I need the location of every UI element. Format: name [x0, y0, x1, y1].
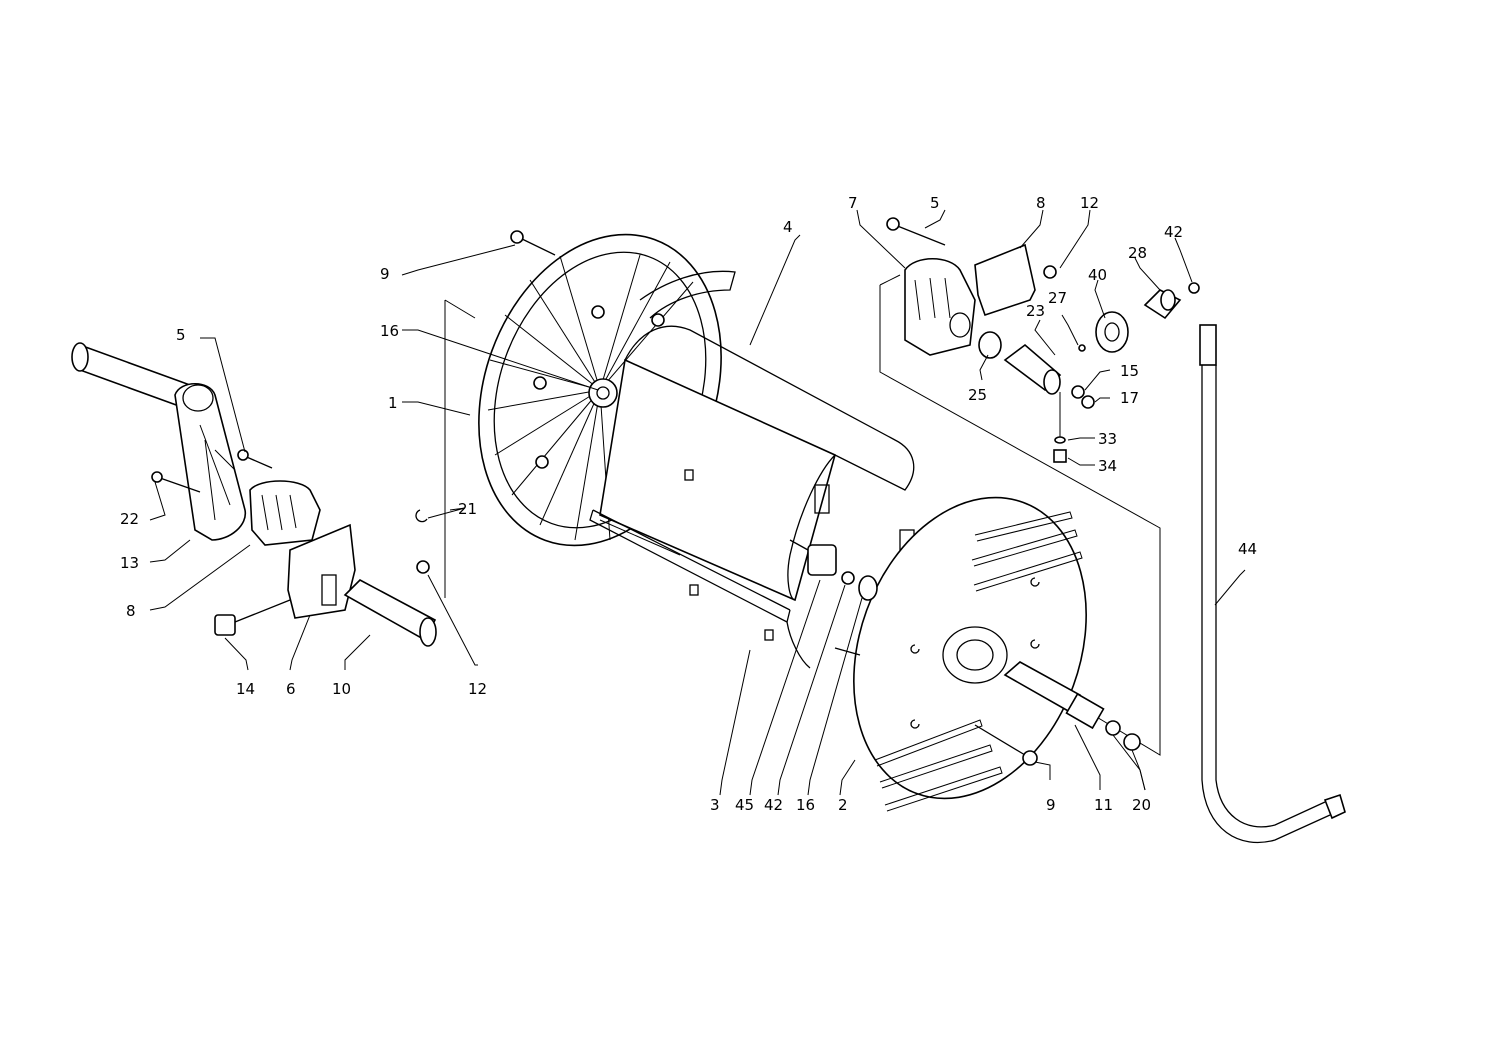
adapter-28 — [1143, 289, 1182, 320]
label-20: 20 — [1132, 796, 1151, 814]
label-10: 10 — [332, 680, 351, 698]
washer-15 — [1071, 385, 1085, 399]
reel-drum — [589, 325, 915, 669]
axle-shaft-11 — [1003, 661, 1141, 751]
ring-17 — [1081, 395, 1095, 409]
callout-labels: 1 2 3 4 5 5 6 7 8 8 9 9 10 11 12 12 13 1… — [120, 194, 1257, 814]
bracket-7 — [904, 258, 976, 356]
screw-22 — [151, 471, 201, 493]
label-21: 21 — [458, 500, 477, 518]
reel-disc-right — [853, 496, 1087, 812]
label-7: 7 — [848, 194, 858, 212]
label-40: 40 — [1088, 266, 1107, 284]
label-3: 3 — [710, 796, 720, 814]
label-13: 13 — [120, 554, 139, 572]
screw-9-left — [510, 230, 556, 256]
screw-9-right — [974, 724, 1038, 766]
label-5-left: 5 — [176, 326, 186, 344]
washer-42-left — [841, 571, 855, 585]
nut-12-left — [416, 560, 430, 574]
label-17: 17 — [1120, 389, 1139, 407]
label-9-left: 9 — [380, 265, 390, 283]
label-2: 2 — [838, 796, 848, 814]
label-22: 22 — [120, 510, 139, 528]
label-34: 34 — [1098, 457, 1117, 475]
label-14: 14 — [236, 680, 255, 698]
oring-27 — [1078, 344, 1086, 352]
label-16-bottom: 16 — [796, 796, 815, 814]
label-1: 1 — [388, 394, 398, 412]
bracket-8-right — [974, 243, 1036, 317]
nut-34 — [1053, 449, 1067, 463]
swivel-10 — [343, 579, 437, 647]
nut-12-right — [1043, 265, 1057, 279]
label-25: 25 — [968, 386, 987, 404]
bracket-6 — [287, 523, 356, 619]
hose-44 — [1199, 324, 1346, 844]
label-4: 4 — [783, 218, 793, 236]
label-9-right: 9 — [1046, 796, 1056, 814]
label-12-left: 12 — [468, 680, 487, 698]
swivel-23 — [1003, 343, 1062, 395]
label-8-right: 8 — [1036, 194, 1046, 212]
label-44: 44 — [1238, 540, 1257, 558]
clip-21 — [415, 509, 428, 523]
label-6: 6 — [286, 680, 296, 698]
washer-42-right — [1188, 282, 1200, 294]
label-28: 28 — [1128, 244, 1147, 262]
label-8-left: 8 — [126, 602, 136, 620]
leader-lines — [149, 209, 1246, 796]
assembly-frame-left — [444, 299, 476, 598]
label-42-bottom: 42 — [764, 796, 783, 814]
ring-25 — [978, 331, 1002, 359]
screw-5-right — [886, 217, 946, 246]
label-42-right: 42 — [1164, 223, 1183, 241]
label-45: 45 — [735, 796, 754, 814]
label-5-right: 5 — [930, 194, 940, 212]
oring-33 — [1054, 436, 1066, 444]
label-27: 27 — [1048, 289, 1067, 307]
axle-nut-45 — [789, 539, 837, 576]
label-12-right: 12 — [1080, 194, 1099, 212]
screw-5-left — [237, 449, 273, 469]
label-16-left: 16 — [380, 322, 399, 340]
label-15: 15 — [1120, 362, 1139, 380]
bracket-8-left — [249, 480, 321, 546]
seal-16-left — [858, 575, 878, 601]
label-23: 23 — [1026, 302, 1045, 320]
label-11: 11 — [1094, 796, 1113, 814]
nut-40 — [1095, 311, 1129, 353]
crank-handle-13 — [71, 342, 246, 541]
label-33: 33 — [1098, 430, 1117, 448]
knob-14 — [214, 599, 291, 636]
